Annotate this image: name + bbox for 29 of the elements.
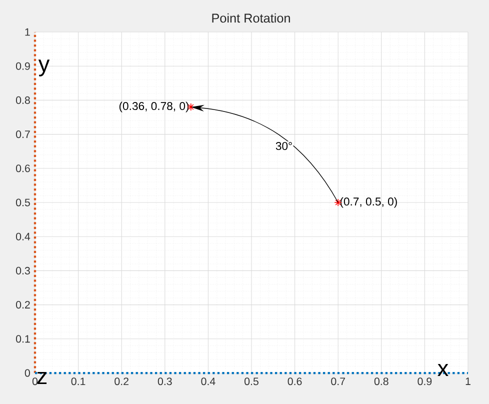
tick-label: 1 [466,378,470,385]
tick-label: 0.9 [16,62,30,70]
tick-label: 0.4 [201,378,216,386]
point-label: (0.36, 0.78, 0) [119,102,189,112]
point-label: (0.7, 0.5, 0) [340,197,397,208]
tick-label: 0 [24,369,30,377]
tick-label: 0.8 [16,96,30,104]
edge-label: 30° [276,142,292,150]
tick-label: 0.6 [288,378,302,386]
axis-letter: z [37,372,47,384]
tick-label: 0.1 [16,335,30,343]
tick-label: 1 [25,28,30,36]
tick-label: 0.7 [16,130,30,138]
axis-letter: y [38,60,50,76]
chart-title: Point Rotation [212,13,290,23]
tick-label: 0.1 [71,378,86,386]
tick-label: 0.3 [158,378,172,386]
tick-label: 0.3 [16,266,30,274]
tick-label: 0.5 [16,198,30,206]
tick-label: 0.5 [244,378,258,386]
tick-label: 0.2 [114,378,128,386]
tick-label: 0.6 [16,164,30,172]
tick-label: 0.7 [331,378,345,386]
tick-label: 0 [32,378,38,386]
axis-letter: x [438,364,448,376]
tick-label: 0.4 [16,232,30,240]
tick-label: 0.8 [374,378,388,386]
tick-label: 0.2 [16,301,30,309]
tick-label: 0.9 [418,378,432,386]
